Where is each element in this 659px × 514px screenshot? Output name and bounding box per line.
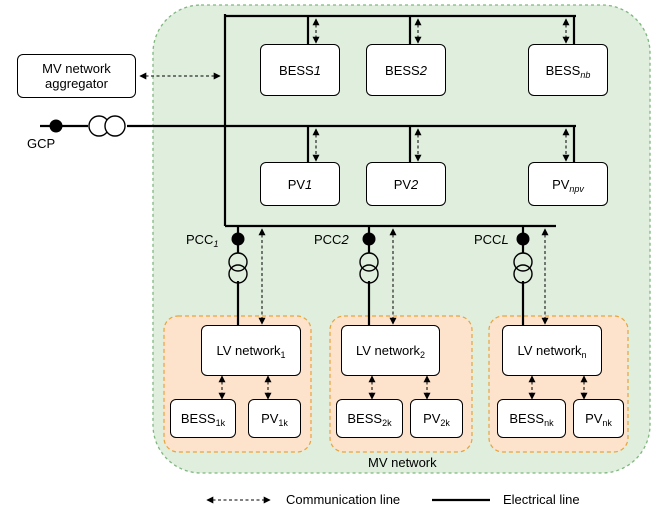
lv-network-region-n — [488, 315, 629, 453]
lv-network-region-1 — [163, 315, 312, 453]
electrical-lines — [40, 14, 576, 325]
gcp-node — [49, 119, 63, 133]
pcc-transformer-icons — [228, 252, 533, 284]
lv-network-region-2 — [329, 315, 473, 453]
main-transformer-icon — [88, 115, 126, 137]
pcc-nodes — [231, 232, 530, 246]
communication-lines — [139, 18, 588, 400]
